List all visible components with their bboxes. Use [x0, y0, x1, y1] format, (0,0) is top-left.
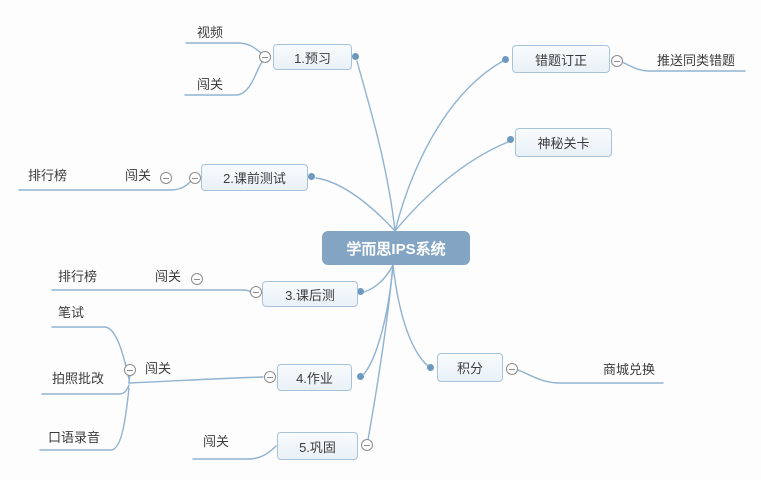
subtopic-photo-correction[interactable]: 拍照批改 [52, 371, 105, 386]
topic-mystery-level[interactable]: 神秘关卡 [515, 128, 612, 157]
leaf-line-post-class-children [51, 289, 252, 293]
subtopic-level-pass-pre-class[interactable]: 闯关 [125, 168, 152, 183]
subtopic-mall-exchange[interactable]: 商城兑换 [603, 362, 656, 377]
branch-line-preview [356, 60, 396, 232]
leaf-line-oral-recording [39, 387, 130, 451]
connection-dot-points [427, 364, 434, 371]
leaf-line-mall-exchange [517, 369, 664, 384]
subtopic-push-similar-errors[interactable]: 推送同类错题 [657, 53, 736, 68]
connection-dot-error-correction [502, 56, 509, 63]
subtopic-leaderboard-post-class[interactable]: 排行榜 [58, 269, 98, 284]
branch-line-points [392, 264, 429, 367]
collapse-icon-error-correction[interactable] [611, 55, 623, 67]
root-topic[interactable]: 学而思IPS系统 [322, 231, 470, 265]
branch-line-post-class-test [363, 264, 394, 293]
topic-preview[interactable]: 1.预习 [273, 44, 352, 70]
subtopic-written-test[interactable]: 笔试 [58, 305, 85, 320]
collapse-icon-level-pass-pre-class[interactable] [160, 172, 172, 184]
connection-dot-preview [352, 53, 359, 60]
topic-post-class-test[interactable]: 3.课后测 [262, 281, 358, 307]
leaf-line-push-similar [621, 61, 746, 72]
collapse-icon-level-pass-homework[interactable] [124, 364, 136, 376]
branch-line-homework [363, 264, 394, 375]
topic-homework[interactable]: 4.作业 [277, 364, 352, 391]
branch-line-mystery-level [394, 141, 509, 232]
connection-dot-post-class-test [357, 288, 364, 295]
subtopic-level-pass-preview[interactable]: 闯关 [197, 77, 224, 92]
subtopic-level-pass-homework[interactable]: 闯关 [145, 361, 172, 376]
collapse-icon-consolidation[interactable] [361, 439, 373, 451]
connection-dot-pre-class-test [308, 173, 315, 180]
leaf-line-level-pass-homework [128, 376, 264, 384]
leaf-line-level-pass-preview [184, 61, 263, 96]
leaf-line-homework-junction [128, 375, 131, 384]
connection-dot-mystery-level [507, 136, 514, 143]
collapse-icon-points[interactable] [506, 363, 518, 375]
subtopic-level-pass-post-class[interactable]: 闯关 [155, 269, 182, 284]
leaf-line-pre-class-children [18, 181, 191, 191]
topic-pre-class-test[interactable]: 2.课前测试 [201, 164, 308, 191]
leaf-line-photo-correction [41, 384, 130, 395]
collapse-icon-pre-class-test[interactable] [189, 172, 201, 184]
subtopic-level-pass-consolidation[interactable]: 闯关 [203, 434, 230, 449]
topic-points[interactable]: 积分 [437, 353, 503, 382]
leaf-line-level-pass-consolidation [192, 445, 277, 460]
topic-error-correction[interactable]: 错题订正 [512, 45, 610, 73]
collapse-icon-preview[interactable] [259, 51, 271, 63]
branch-line-pre-class-test [315, 177, 396, 232]
leaf-line-video [185, 42, 262, 54]
collapse-icon-post-class-test[interactable] [250, 286, 262, 298]
subtopic-oral-recording[interactable]: 口语录音 [48, 430, 101, 445]
connection-dot-homework [357, 373, 364, 380]
branch-line-consolidation [367, 264, 394, 441]
collapse-icon-level-pass-post-class[interactable] [191, 273, 203, 285]
subtopic-video[interactable]: 视频 [197, 25, 224, 40]
collapse-icon-homework[interactable] [264, 371, 276, 383]
subtopic-leaderboard-pre-class[interactable]: 排行榜 [28, 168, 68, 183]
branch-line-error-correction [394, 60, 504, 232]
topic-consolidation[interactable]: 5.巩固 [277, 432, 358, 460]
